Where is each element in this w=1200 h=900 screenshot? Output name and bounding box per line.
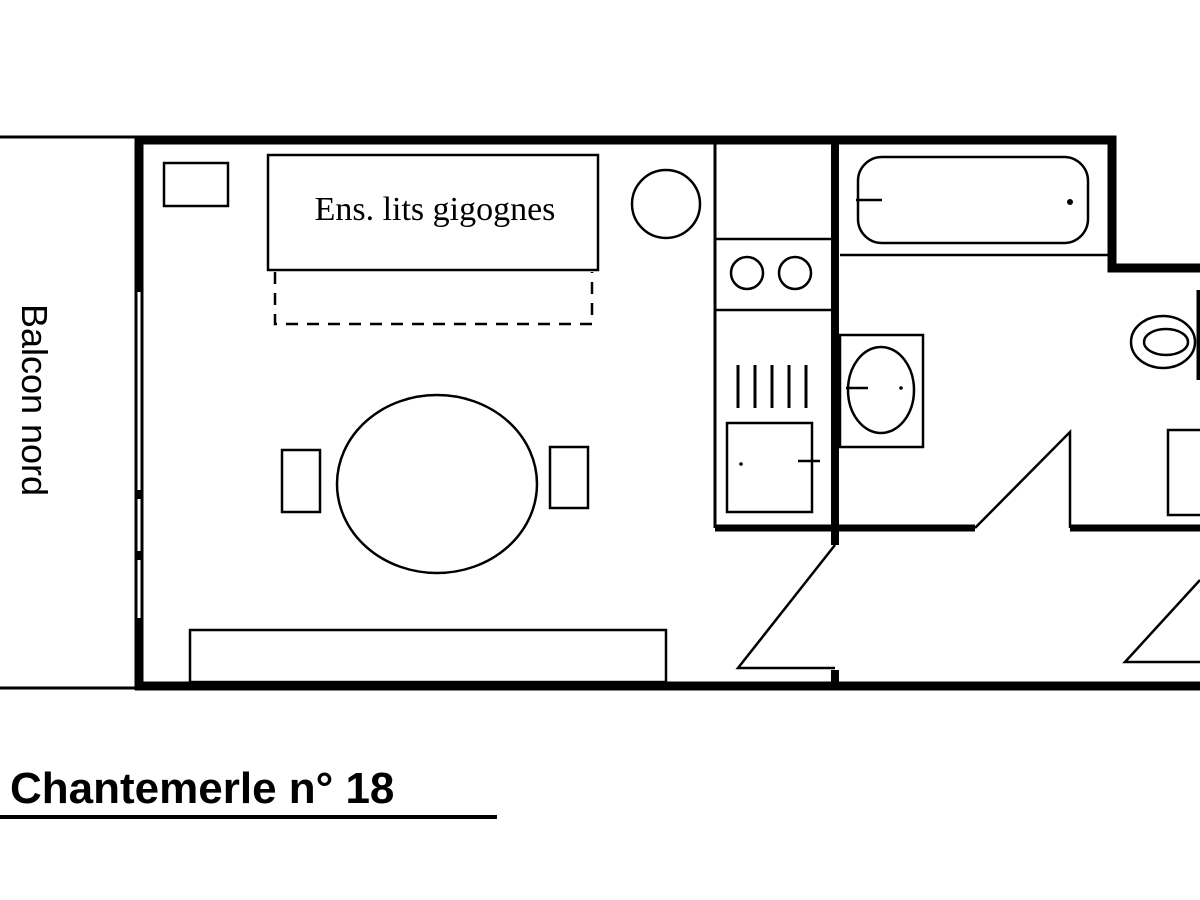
chair bbox=[548, 445, 590, 510]
bathroom bbox=[838, 155, 1200, 517]
nightstand bbox=[162, 161, 230, 208]
door-entry bbox=[735, 544, 836, 670]
sofa-bed bbox=[188, 628, 668, 684]
drainer-icon bbox=[736, 365, 808, 408]
interior-walls bbox=[713, 140, 1200, 686]
stool bbox=[630, 168, 702, 240]
burner-icon bbox=[777, 255, 813, 291]
sink-icon bbox=[725, 421, 820, 514]
chair bbox=[280, 448, 322, 514]
plan-title: Chantemerle n° 18 bbox=[0, 764, 497, 819]
exterior-walls bbox=[134, 135, 1200, 691]
balcony: Balcon nord bbox=[0, 135, 135, 690]
kitchenette bbox=[715, 237, 835, 514]
apartment-title: Chantemerle n° 18 bbox=[10, 764, 394, 813]
washbasin-icon bbox=[838, 333, 925, 449]
dining-table bbox=[280, 393, 590, 575]
burner-icon bbox=[729, 255, 765, 291]
bed-label: Ens. lits gigognes bbox=[315, 191, 556, 228]
toilet-icon bbox=[1129, 290, 1200, 380]
balcony-label: Balcon nord bbox=[14, 304, 55, 496]
bathtub-icon bbox=[856, 155, 1090, 245]
door-right bbox=[1122, 579, 1200, 664]
bunk-bed: Ens. lits gigognes bbox=[266, 153, 600, 326]
living-room: Ens. lits gigognes bbox=[162, 153, 702, 684]
door-bathroom bbox=[974, 428, 1072, 529]
cabinet bbox=[1166, 428, 1200, 517]
